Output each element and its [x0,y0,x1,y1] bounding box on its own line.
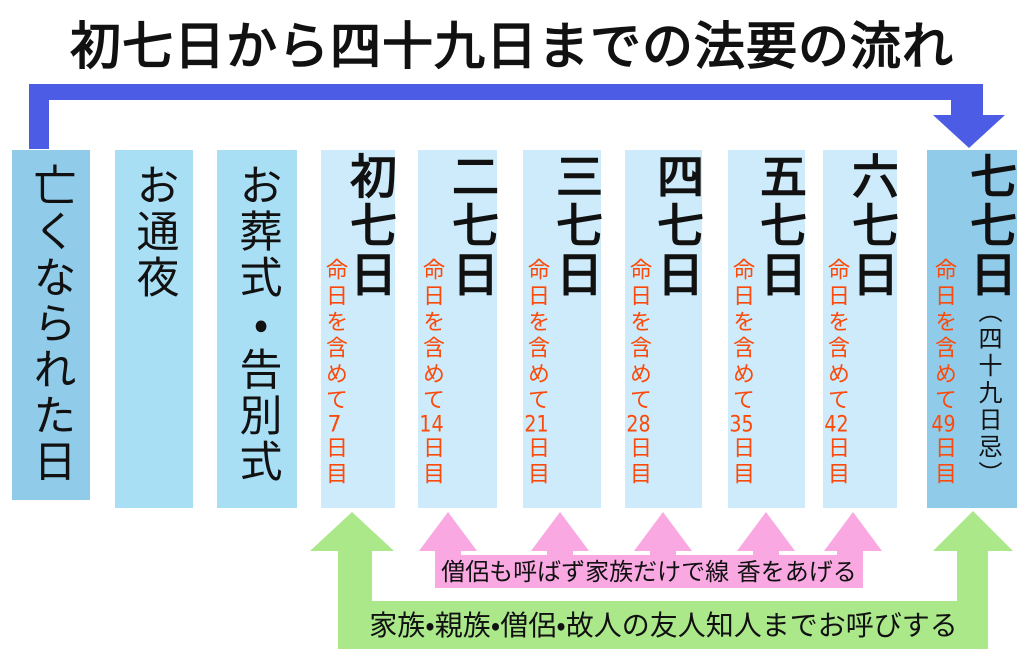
pink-arrow-icon [419,512,477,551]
pink-arrow-icon [824,512,882,551]
stage-title-sub: （四十九日忌） [974,299,1002,488]
stage-note: 命日を含めて42日目 [824,258,849,488]
stage-column-futananoka: 二七日 命日を含めて14日目 [418,150,498,508]
stage-note: 命日を含めて7日目 [322,258,347,488]
stage-note: 命日を含めて14日目 [419,258,444,488]
stage-note: 命日を含めて49日目 [931,258,956,488]
stage-note: 命日を含めて28日目 [626,258,651,488]
stage-column-minanoka: 三七日 命日を含めて21日目 [523,150,602,508]
stage-title: 七七日（四十九日忌） [961,152,1016,488]
stage-column-nanananoka: 七七日（四十九日忌） 命日を含めて49日目 [927,150,1017,508]
stage-note: 命日を含めて35日目 [729,258,754,488]
stage-note: 命日を含めて21日目 [524,258,549,488]
stage-title: 五七日 [751,152,806,299]
stage-column-death-day: 亡くなられた日 [12,150,90,500]
pink-arrow-icon [737,512,795,551]
stage-title: 三七日 [547,152,602,299]
stage-column-wake: お通夜 [115,150,193,508]
page-title: 初七日から四十九日までの法要の流れ [69,17,954,77]
stage-title: 六七日 [843,152,898,299]
pink-arrow-icon [531,512,589,551]
stage-label: お通夜 [129,163,179,301]
green-banner-label: 家族・親族・僧侶・故人の友人知人までお呼びする [369,609,958,642]
stage-column-shonanoka: 初七日 命日を含めて7日目 [321,150,396,508]
stage-column-yonanoka: 四七日 命日を含めて28日目 [625,150,703,508]
stage-title: 四七日 [648,152,703,299]
stage-column-munanoka: 六七日 命日を含めて42日目 [823,150,898,508]
stage-label: 亡くなられた日 [26,163,76,485]
green-arrow-icon [310,512,394,551]
green-arrow-icon [933,511,1013,551]
pink-arrow-icon [634,512,692,551]
stage-column-funeral: お葬式・告別式 [217,150,297,508]
pink-banner-label: 僧侶も呼ばず家族だけで線 香をあげる [441,558,857,586]
stage-label: お葬式・告別式 [232,163,282,485]
blue-flow-arrow-icon [29,84,1005,149]
stage-column-itsunanoka: 五七日 命日を含めて35日目 [728,150,806,508]
stage-title: 初七日 [341,152,396,299]
stage-title: 二七日 [443,152,498,299]
